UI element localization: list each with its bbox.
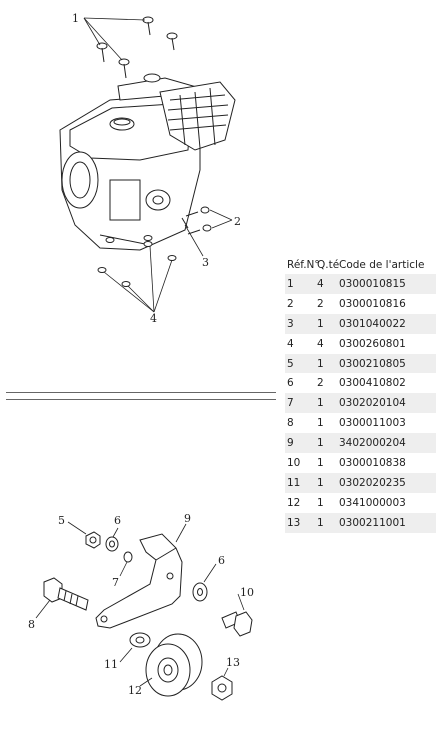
washer-6a — [105, 536, 119, 552]
cell-code: 0300260801 — [339, 337, 406, 350]
callout-8: 8 — [28, 618, 35, 631]
washer-7 — [123, 551, 133, 563]
divider-line — [6, 392, 276, 393]
bolt-2b — [187, 224, 212, 235]
cell-ref: 7 — [285, 393, 315, 414]
cell-code: 0300210805 — [337, 353, 436, 374]
header-qty: Q.té — [317, 258, 340, 271]
cell-ref: 5 — [285, 353, 315, 374]
nut-5 — [85, 531, 101, 549]
bracket-9 — [95, 533, 183, 629]
nut-4d — [167, 255, 177, 261]
callout-11: 11 — [104, 658, 118, 671]
callout-7: 7 — [112, 576, 119, 589]
table-row: 12 1 0341000003 — [285, 493, 436, 513]
cell-qty: 1 — [317, 496, 324, 509]
spacer-11 — [129, 632, 151, 648]
cell-ref: 9 — [285, 433, 315, 454]
cell-code: 0301040022 — [337, 313, 436, 334]
table-row: 2 2 0300010816 — [285, 294, 436, 314]
table-row: 10 1 0300010838 — [285, 453, 436, 473]
bolt-1b — [166, 32, 178, 51]
table-header-row: Réf.N° Q.té Code de l'article — [285, 255, 436, 274]
pulley-drawing: 5 6 7 8 9 6 10 11 12 13 — [28, 512, 254, 701]
nut-4b — [121, 281, 131, 287]
nut-4a — [97, 267, 107, 273]
divider-line — [6, 399, 276, 400]
engine-body — [59, 73, 236, 251]
cell-ref: 10 — [287, 456, 301, 469]
cell-qty: 1 — [317, 456, 324, 469]
callout-1: 1 — [72, 12, 79, 25]
engine-drawing: 1 2 3 4 — [59, 12, 241, 325]
callout-13: 13 — [226, 656, 240, 669]
callout-5: 5 — [58, 514, 65, 527]
callout-12: 12 — [128, 684, 142, 697]
cell-code: 3402000204 — [337, 433, 436, 454]
bolt-10 — [221, 611, 253, 637]
cell-ref: 8 — [287, 417, 294, 430]
cell-ref: 11 — [285, 472, 315, 493]
callout-4: 4 — [150, 312, 157, 325]
nut-13 — [211, 675, 233, 701]
cell-qty: 1 — [315, 353, 337, 374]
cell-qty: 4 — [315, 274, 337, 294]
washer-6b — [192, 582, 208, 602]
bolt-1c — [96, 42, 108, 63]
cell-code: 0300010816 — [339, 297, 406, 310]
pulley-exploded-view: 5 6 7 8 9 6 10 11 12 13 — [0, 500, 280, 730]
callout-9: 9 — [184, 512, 191, 525]
bolt-1d — [118, 58, 130, 79]
cell-ref: 13 — [285, 512, 315, 533]
bolt-8 — [43, 577, 89, 611]
bolt-2a — [185, 206, 210, 217]
table-row: 8 1 0300011003 — [285, 413, 436, 433]
header-ref: Réf.N° — [287, 258, 320, 271]
cell-qty: 1 — [315, 313, 337, 334]
cell-ref: 3 — [285, 313, 315, 334]
cell-code: 0300011003 — [339, 417, 406, 430]
callout-6b: 6 — [218, 554, 225, 567]
cell-qty: 4 — [317, 337, 324, 350]
cell-qty: 1 — [317, 417, 324, 430]
cell-qty: 2 — [317, 297, 324, 310]
cell-ref: 4 — [287, 337, 294, 350]
cell-code: 0300211001 — [337, 512, 436, 533]
callout-2: 2 — [234, 215, 241, 228]
cell-qty: 1 — [315, 472, 337, 493]
cell-ref: 12 — [287, 496, 301, 509]
table-row: 6 2 0300410802 — [285, 373, 436, 393]
cell-code: 0341000003 — [339, 496, 406, 509]
callout-6: 6 — [114, 514, 121, 527]
pulley-12 — [145, 633, 203, 697]
cell-code: 0300010815 — [337, 274, 436, 294]
cell-qty: 2 — [317, 377, 324, 390]
cell-code: 0302020104 — [337, 393, 436, 414]
cell-qty: 1 — [315, 512, 337, 533]
cell-ref: 2 — [287, 297, 294, 310]
cell-qty: 1 — [315, 433, 337, 454]
callout-10: 10 — [240, 586, 254, 599]
cell-code: 0302020235 — [337, 472, 436, 493]
header-code: Code de l'article — [339, 258, 425, 271]
cell-ref: 1 — [285, 274, 315, 294]
engine-exploded-view: 1 2 3 4 — [0, 0, 280, 330]
cell-code: 0300010838 — [339, 456, 406, 469]
callout-3: 3 — [202, 256, 209, 269]
cell-qty: 1 — [315, 393, 337, 414]
nut-4c — [143, 241, 153, 247]
cell-code: 0300410802 — [339, 377, 406, 390]
cell-ref: 6 — [287, 377, 294, 390]
table-row: 4 4 0300260801 — [285, 334, 436, 354]
